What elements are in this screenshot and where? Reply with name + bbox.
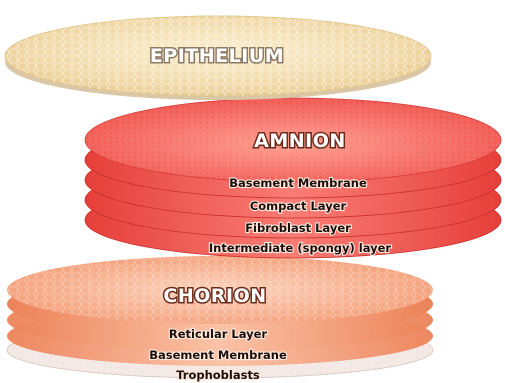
epithelium-label: EPITHELIUM bbox=[150, 45, 284, 67]
chorion-sublayer-reticular: Reticular Layer bbox=[169, 327, 268, 341]
amnion-sublayer-intermediate: Intermediate (spongy) layer bbox=[209, 241, 392, 255]
chorion-sublayer-trophoblasts: Trophoblasts bbox=[176, 368, 260, 382]
amnion-sublayer-basement-membrane: Basement Membrane bbox=[229, 176, 367, 190]
amnion-sublayer-fibroblast: Fibroblast Layer bbox=[245, 221, 351, 235]
chorion-sublayer-basement-membrane: Basement Membrane bbox=[149, 348, 287, 362]
chorion-label: CHORION bbox=[163, 285, 266, 307]
amnion-sublayer-compact: Compact Layer bbox=[250, 199, 347, 213]
amnion-label: AMNION bbox=[254, 130, 346, 152]
